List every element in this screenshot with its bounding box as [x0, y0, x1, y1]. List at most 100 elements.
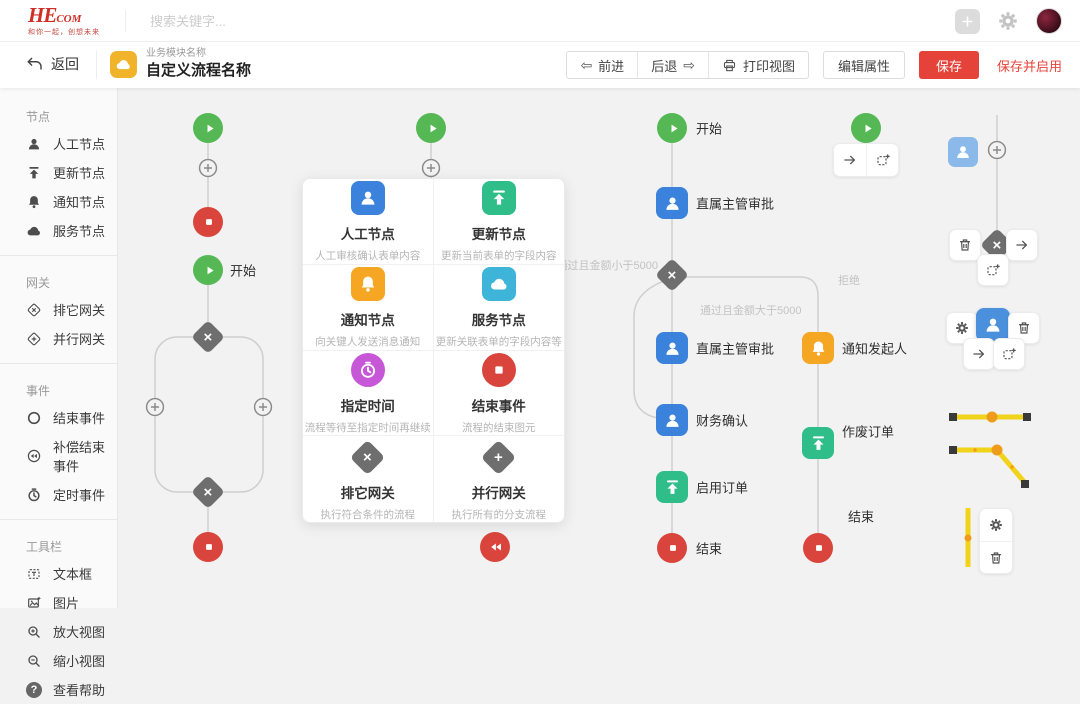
node-settings-button[interactable]: [946, 312, 978, 344]
sidebar-item-zoom-in[interactable]: 放大视图: [0, 617, 117, 646]
sidebar-item-user-node[interactable]: 人工节点: [0, 129, 117, 158]
panel-cell-timer-event[interactable]: 指定时间 流程等待至指定时间再继续: [303, 350, 434, 437]
edge-context-toolbar: [979, 508, 1013, 574]
sidebar-item-textbox[interactable]: 文本框: [0, 559, 117, 588]
panel-cell-parallel-gateway[interactable]: 并行网关 执行所有的分支流程: [434, 436, 565, 522]
compensate-end-event-node[interactable]: [480, 532, 510, 562]
printer-icon: [722, 58, 737, 73]
delete-node-button[interactable]: [949, 229, 981, 261]
play-icon: [424, 120, 441, 137]
panel-cell-notify-node[interactable]: 通知节点 向关键人发送消息通知: [303, 264, 434, 351]
settings-gear-icon[interactable]: [996, 9, 1020, 33]
forward-button[interactable]: ⇦ 前进: [580, 57, 625, 74]
backward-button[interactable]: 后退 ⇨: [637, 52, 708, 78]
person-icon: [663, 411, 682, 430]
connect-arrow-button[interactable]: [834, 144, 866, 176]
gear-icon: [954, 320, 970, 336]
update-node-icon: [481, 181, 516, 216]
add-node-plus-icon[interactable]: [252, 396, 274, 418]
user-task-node[interactable]: [656, 332, 688, 364]
update-task-node[interactable]: [656, 471, 688, 503]
user-task-node[interactable]: [656, 187, 688, 219]
sidebar-item-image[interactable]: 图片: [0, 588, 117, 617]
back-button[interactable]: 返回: [26, 54, 79, 74]
sidebar-item-notify-node[interactable]: 通知节点: [0, 187, 117, 216]
sidebar-item-help[interactable]: 查看帮助: [0, 675, 117, 704]
add-button[interactable]: [955, 8, 980, 34]
arrow-right-icon: [971, 346, 987, 362]
x-glyph: [204, 484, 213, 499]
play-icon: [665, 120, 682, 137]
notify-node-icon: [350, 267, 385, 302]
flow-canvas[interactable]: 开始 人工节点 人工审核确认表单内容 更新节点 更新当前表单的字段内容 通知节点: [118, 88, 1080, 608]
add-node-plus-icon[interactable]: [144, 396, 166, 418]
notify-task-node[interactable]: [802, 332, 834, 364]
end-event-node[interactable]: [657, 533, 687, 563]
module-label: 业务模块名称: [146, 48, 206, 59]
user-task-node[interactable]: [656, 404, 688, 436]
start-event-node[interactable]: [416, 113, 446, 143]
search-input[interactable]: [150, 8, 450, 34]
person-icon: [663, 339, 682, 358]
panel-cell-update-node[interactable]: 更新节点 更新当前表单的字段内容: [433, 179, 564, 265]
sidebar-item-zoom-out[interactable]: 缩小视图: [0, 646, 117, 675]
panel-cell-exclusive-gateway[interactable]: 排它网关 执行符合条件的流程: [303, 436, 434, 522]
print-view-button[interactable]: 打印视图: [707, 52, 808, 78]
dragging-user-node[interactable]: [948, 137, 978, 167]
panel-cell-end-event[interactable]: 结束事件 流程的结束图元: [433, 351, 564, 437]
node-label: 开始: [230, 263, 257, 279]
edge-settings-button[interactable]: [980, 509, 1012, 541]
connect-arrow-button[interactable]: [1006, 229, 1038, 261]
brand-logo[interactable]: HECOM 和你一起，创想未来: [28, 3, 100, 37]
node-label: 结束: [696, 541, 723, 557]
user-avatar[interactable]: [1036, 8, 1062, 34]
sidebar-item-compensate-end-event[interactable]: 补偿结束事件: [0, 432, 117, 480]
sidebar-item-parallel-gateway[interactable]: 并行网关: [0, 324, 117, 353]
user-node-icon: [350, 181, 385, 216]
sidebar-item-exclusive-gateway[interactable]: 排它网关: [0, 295, 117, 324]
cloud-icon: [26, 223, 42, 239]
gear-icon: [988, 517, 1004, 533]
start-event-node[interactable]: [851, 113, 881, 143]
node-label: 开始: [696, 121, 723, 137]
connect-arrow-button[interactable]: [963, 338, 995, 370]
selected-user-node[interactable]: [976, 308, 1010, 342]
service-node-icon: [481, 267, 516, 302]
upload-icon: [26, 165, 42, 181]
copy-node-button[interactable]: [866, 144, 898, 176]
start-event-node[interactable]: [193, 255, 223, 285]
update-task-node[interactable]: [802, 427, 834, 459]
edge-delete-button[interactable]: [980, 541, 1012, 573]
copy-node-button[interactable]: [977, 254, 1009, 286]
connector-edge-widgets: [949, 411, 1031, 567]
panel-cell-user-node[interactable]: 人工节点 人工审核确认表单内容: [303, 179, 434, 265]
end-event-node[interactable]: [193, 207, 223, 237]
save-and-enable-button[interactable]: 保存并启用: [996, 58, 1062, 74]
start-event-node[interactable]: [657, 113, 687, 143]
play-icon: [859, 120, 876, 137]
sidebar-divider: [0, 363, 117, 364]
add-node-plus-icon[interactable]: [986, 139, 1008, 161]
play-icon: [201, 120, 218, 137]
module-icon: [110, 51, 137, 78]
add-node-plus-icon[interactable]: [197, 157, 219, 179]
panel-cell-service-node[interactable]: 服务节点 更新关联表单的字段内容等: [433, 265, 564, 351]
end-event-node[interactable]: [803, 533, 833, 563]
sidebar-item-end-event[interactable]: 结束事件: [0, 403, 117, 432]
person-icon: [954, 143, 972, 161]
node-chooser-panel: 人工节点 人工审核确认表单内容 更新节点 更新当前表单的字段内容 通知节点 向关…: [302, 178, 565, 523]
sidebar-item-timer-event[interactable]: 定时事件: [0, 480, 117, 509]
save-button[interactable]: 保存: [918, 51, 979, 79]
start-event-node[interactable]: [193, 113, 223, 143]
sidebar-item-service-node[interactable]: 服务节点: [0, 216, 117, 245]
upload-icon: [809, 434, 828, 453]
copy-frame-icon: [875, 152, 891, 168]
section-title-events: 事件: [26, 384, 51, 398]
end-event-node[interactable]: [193, 532, 223, 562]
workflow-editor-app: HECOM 和你一起，创想未来 返回 业务模块名称 自定义流程名称 ⇦ 前进: [0, 0, 1080, 608]
add-node-plus-icon[interactable]: [420, 157, 442, 179]
node-label: 直属主管审批: [696, 196, 775, 212]
edit-properties-button[interactable]: 编辑属性: [822, 51, 905, 79]
copy-node-button[interactable]: [993, 338, 1025, 370]
sidebar-item-update-node[interactable]: 更新节点: [0, 158, 117, 187]
